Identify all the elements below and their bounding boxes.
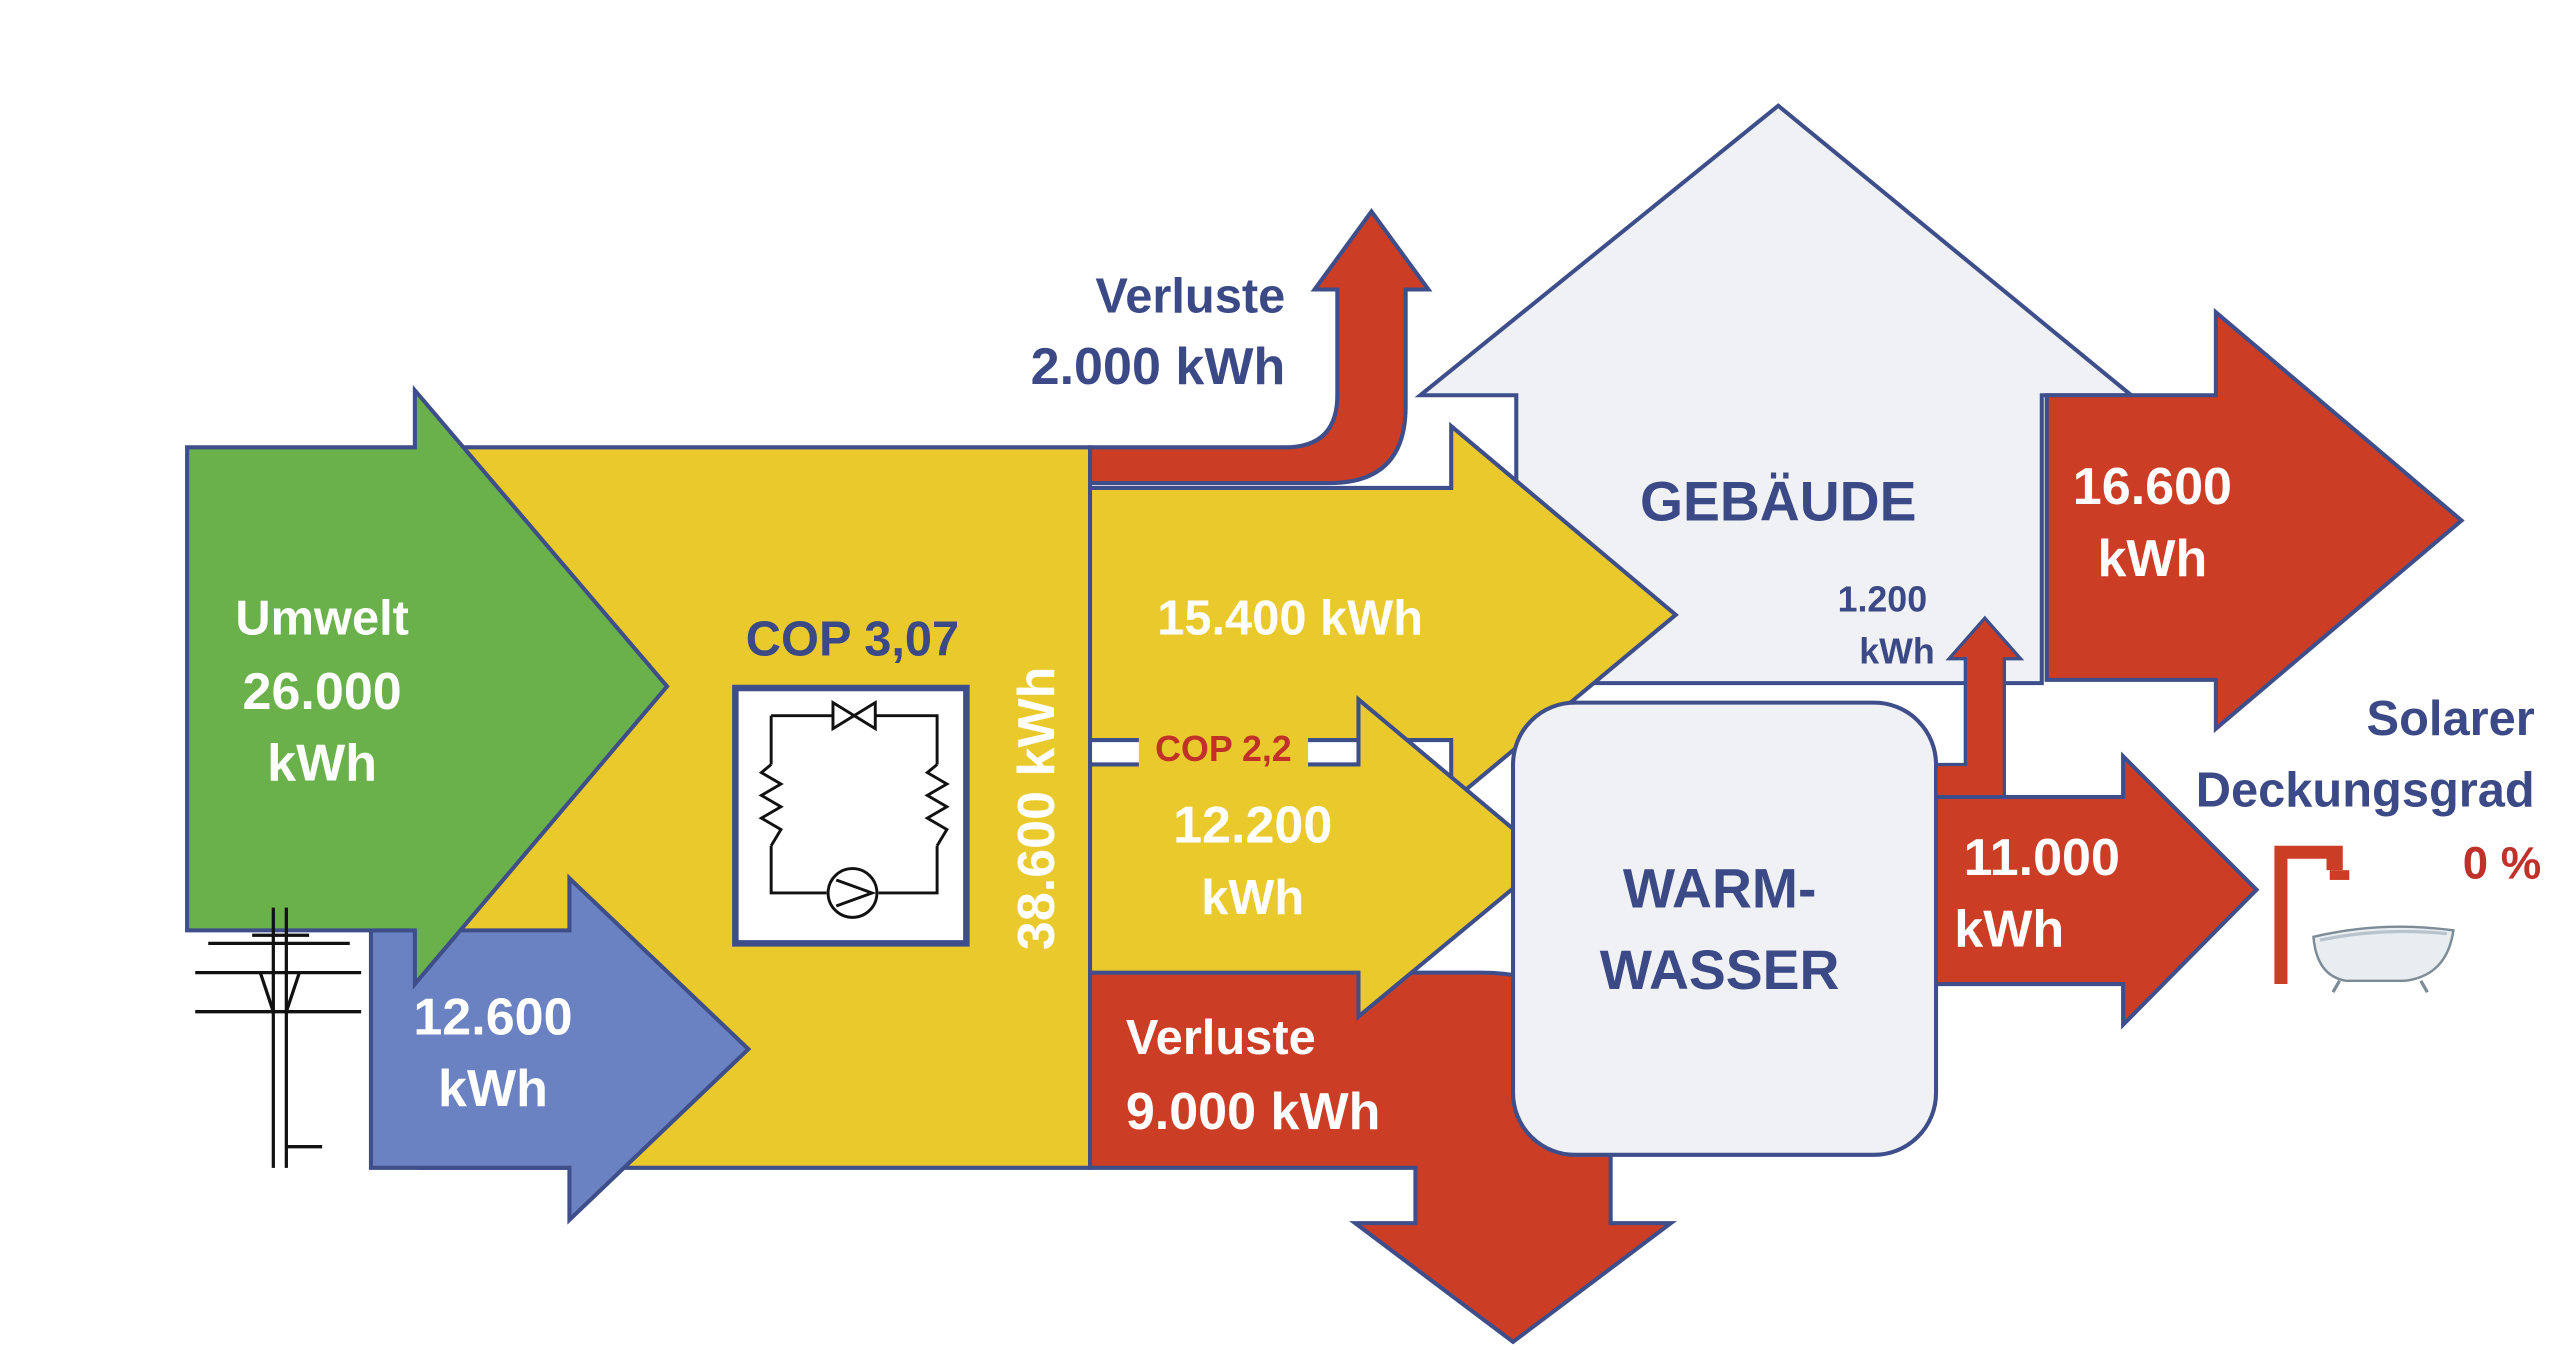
- environment-label: Umwelt: [235, 591, 409, 645]
- heat-pump-total: 38.600 kWh: [1008, 667, 1066, 950]
- electricity-input-arrow: [368, 873, 752, 1225]
- building-output-arrow: [2044, 307, 2465, 734]
- hot-water-label-line2: WASSER: [1600, 939, 1840, 1001]
- loss-top-label: Verluste: [1095, 269, 1285, 323]
- electricity-value: 12.600: [413, 988, 572, 1046]
- environment-unit: kWh: [267, 735, 377, 793]
- solar-label-line2: Deckungsgrad: [2196, 764, 2535, 818]
- heating-flow-value: 15.400 kWh: [1157, 591, 1423, 645]
- hot-water-output-value: 11.000: [1964, 829, 2120, 887]
- hotwater-output-arrow: [1933, 751, 2260, 1030]
- environment-value: 26.000: [243, 663, 402, 721]
- hotwater-flow-unit: kWh: [1201, 871, 1304, 925]
- hot-water-output-unit: kWh: [1954, 901, 2064, 959]
- heat-pump-cop: COP 3,07: [746, 612, 959, 666]
- hotwater-flow-value: 12.200: [1173, 797, 1332, 855]
- building-label: GEBÄUDE: [1640, 470, 1917, 532]
- electricity-unit: kWh: [438, 1060, 548, 1118]
- hotwater-flow-arrow: [1087, 695, 1552, 1021]
- loss-top-arrow: [1087, 207, 1433, 486]
- hot-water-box: [1510, 700, 1939, 1157]
- building-transfer-value: 1.200: [1838, 580, 1928, 620]
- building-output-unit: kWh: [2097, 530, 2207, 588]
- building-output-value: 16.600: [2073, 458, 2232, 516]
- bathtub-icon: [2274, 845, 2455, 993]
- power-pylon-icon: [195, 907, 362, 1168]
- loss-top-value: 2.000 kWh: [1031, 338, 1286, 396]
- heat-pump-circuit-icon: [732, 684, 970, 947]
- environment-input-arrow: [185, 384, 670, 990]
- loss-bottom-value: 9.000 kWh: [1126, 1083, 1381, 1141]
- solar-label-line1: Solarer: [2367, 692, 2535, 746]
- hotwater-cop: COP 2,2: [1155, 729, 1292, 769]
- building-transfer-unit: kWh: [1859, 632, 1935, 672]
- hot-water-label-line1: WARM-: [1623, 858, 1817, 920]
- solar-value: 0 %: [2463, 837, 2541, 888]
- loss-bottom-label: Verluste: [1126, 1011, 1316, 1065]
